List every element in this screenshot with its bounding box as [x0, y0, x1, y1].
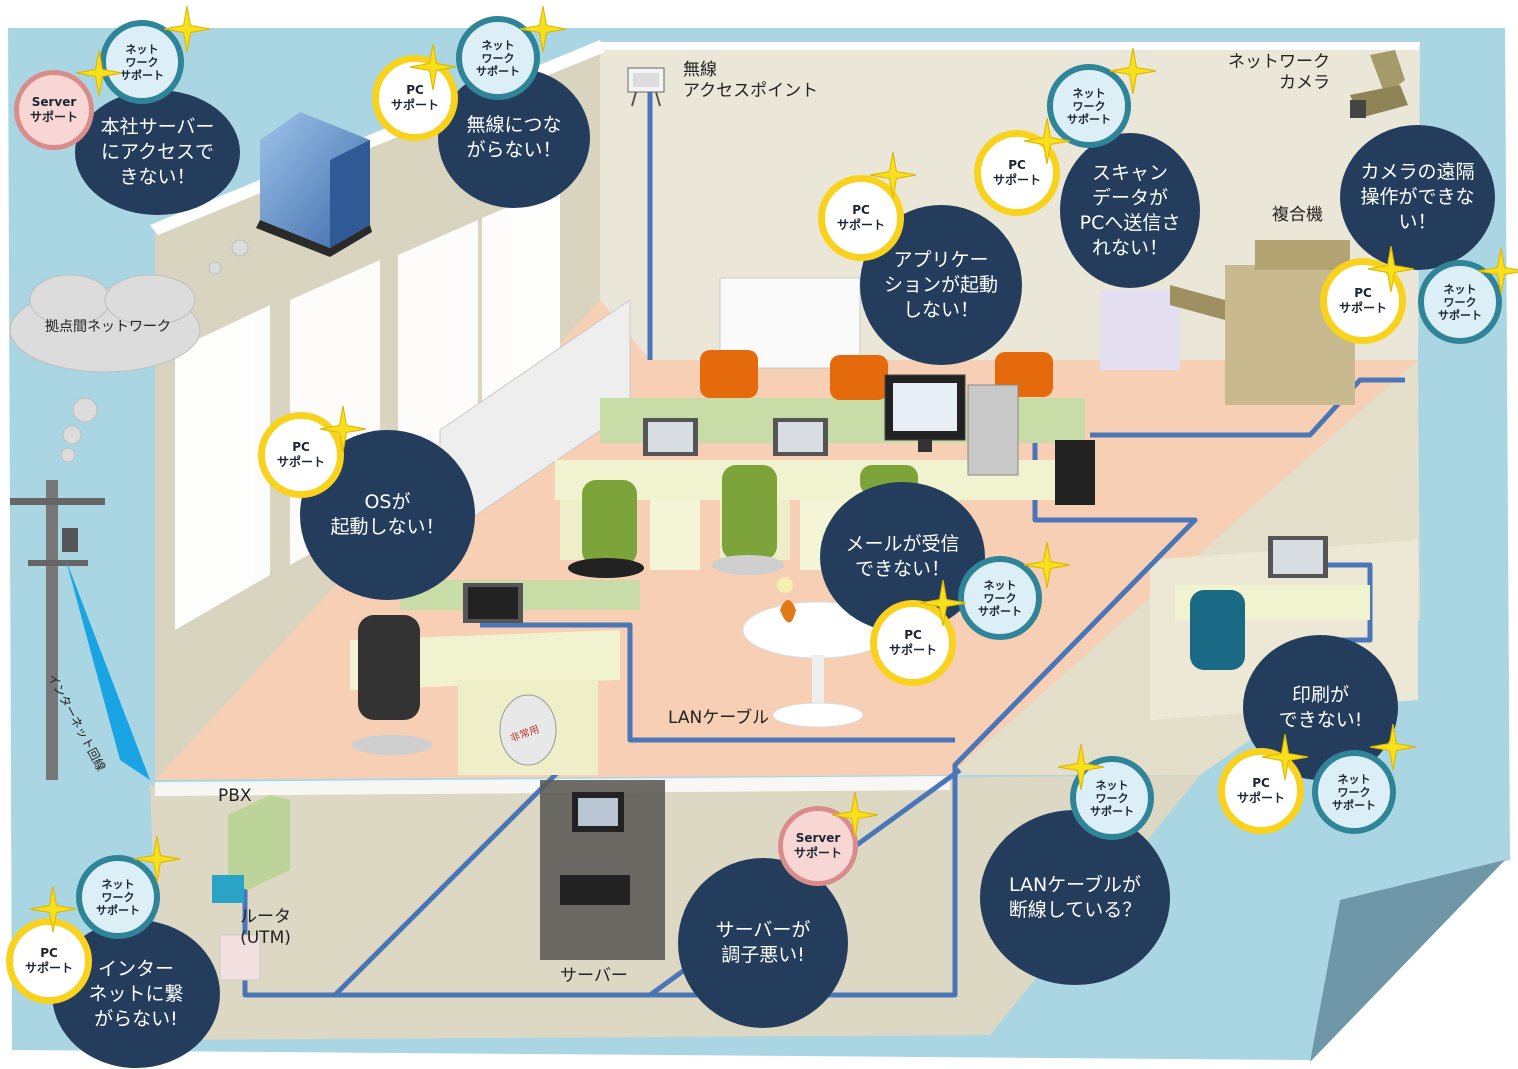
bubble-scan: スキャン データが PCへ送信さ れない！: [1060, 133, 1200, 288]
sparkle-icon: [1262, 734, 1308, 780]
pc-support-badge: PC サポート: [974, 130, 1060, 216]
server-support-badge: Server サポート: [14, 70, 94, 150]
sparkle-icon: [920, 580, 966, 626]
server-rack-icon: [540, 780, 665, 960]
pc-support-badge: PC サポート: [6, 918, 92, 1004]
mfp-icon: [1100, 240, 1355, 405]
bubble-camera: カメラの遠隔 操作ができな い！: [1340, 125, 1495, 270]
utility-pole-icon: [10, 480, 105, 780]
sparkle-icon: [164, 6, 210, 52]
sparkle-icon: [1024, 542, 1070, 588]
pc-support-badge: PC サポート: [372, 55, 458, 141]
pc-support-badge: PC サポート: [258, 412, 344, 498]
sparkle-icon: [320, 406, 366, 452]
network-support-badge: ネット ワーク サポート: [76, 855, 160, 939]
sparkle-icon: [410, 44, 456, 90]
lan-cable-label: LANケーブル: [668, 708, 770, 728]
pbx-icon: [228, 795, 290, 890]
network-camera-label: ネットワーク カメラ: [1228, 52, 1330, 93]
wifi-ap-icon: [627, 67, 665, 107]
pbx-label: PBX: [218, 786, 252, 806]
sparkle-icon: [30, 886, 76, 932]
pc-support-badge: PC サポート: [870, 600, 956, 686]
sparkle-icon: [520, 6, 566, 52]
sparkle-icon: [1110, 48, 1156, 94]
network-support-badge: ネット ワーク サポート: [1047, 64, 1131, 148]
laptop-icon: [463, 418, 1328, 623]
bubble-lan-broken: LANケーブルが 断線している？: [980, 810, 1170, 985]
sparkle-icon: [1368, 246, 1414, 292]
network-support-badge: ネット ワーク サポート: [1312, 750, 1396, 834]
sparkle-icon: [832, 792, 878, 838]
bubble-server-bad: サーバーが 調子悪い!: [678, 858, 848, 1028]
network-support-badge: ネット ワーク サポート: [958, 556, 1042, 640]
wireless-ap-label: 無線 アクセスポイント: [683, 60, 819, 101]
desktop-pc-icon: [884, 374, 1019, 476]
sparkle-icon: [1370, 724, 1416, 770]
router-icon: [212, 875, 261, 981]
office-chairs: [352, 350, 1245, 755]
camera-icon: [1350, 50, 1408, 118]
page-curl: [1310, 860, 1505, 1062]
server-label: サーバー: [560, 966, 628, 986]
sparkle-icon: [76, 50, 122, 96]
router-label: ルータ (UTM): [240, 907, 291, 948]
storage-cabinets: [439, 277, 861, 541]
back-wall-top: [600, 42, 1420, 50]
mfp-label: 複合機: [1272, 205, 1323, 225]
tower-ups-icon: [1055, 440, 1095, 505]
inter-site-network-label: 拠点間ネットワーク: [45, 319, 171, 335]
network-support-badge: ネット ワーク サポート: [100, 20, 184, 104]
building-icon: [256, 112, 372, 257]
pc-support-badge: PC サポート: [818, 175, 904, 261]
network-support-badge: ネット ワーク サポート: [1418, 260, 1502, 344]
lower-room-floor: [150, 775, 1200, 1040]
server-support-badge: Server サポート: [778, 806, 858, 886]
bubble-hq-server: 本社サーバー にアクセスで きない！: [75, 90, 240, 215]
emergency-bag-icon: [499, 694, 557, 766]
sparkle-icon: [1024, 118, 1070, 164]
sparkle-icon: [870, 152, 916, 198]
internet-line-beam: [66, 560, 150, 780]
sparkle-icon: [1058, 744, 1104, 790]
pc-support-badge: PC サポート: [1218, 748, 1304, 834]
pc-support-badge: PC サポート: [1320, 258, 1406, 344]
sparkle-icon: [1478, 248, 1518, 294]
sparkle-icon: [134, 836, 180, 882]
cloud-icon: [9, 239, 249, 463]
